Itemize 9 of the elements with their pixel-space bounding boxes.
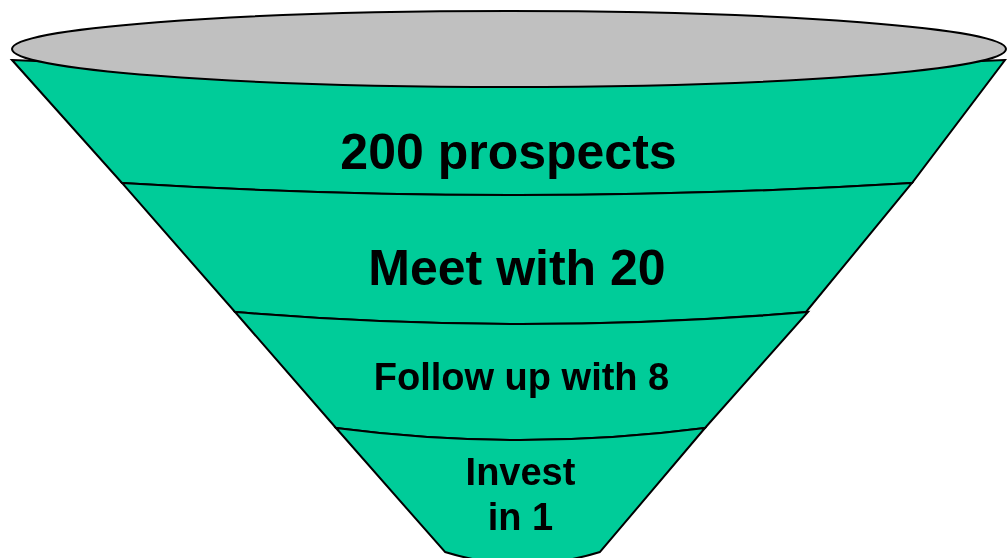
funnel-band xyxy=(122,183,912,324)
band-label: Meet with 20 xyxy=(367,239,667,298)
band-label: 200 prospects xyxy=(339,123,678,182)
funnel-band xyxy=(235,312,808,440)
band-label: Follow up with 8 xyxy=(372,355,671,400)
funnel-band xyxy=(12,60,1005,195)
band-label: Invest in 1 xyxy=(464,449,577,541)
funnel-rim xyxy=(11,10,1007,88)
funnel-band xyxy=(336,428,705,558)
